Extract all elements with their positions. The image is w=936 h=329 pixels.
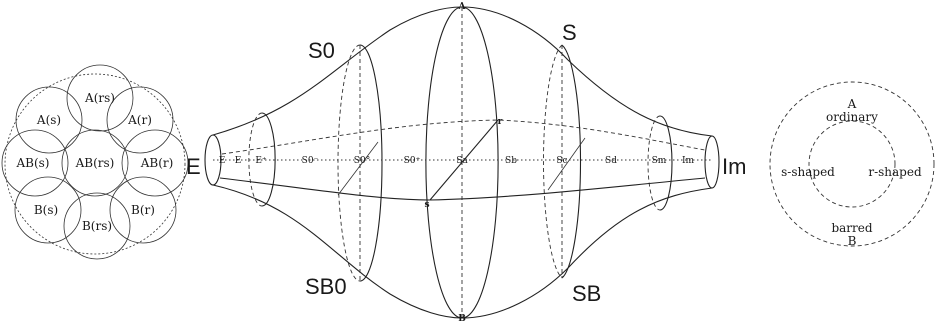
point-b-label: B	[458, 314, 466, 324]
svg-text:S0⁻: S0⁻	[302, 156, 319, 166]
svg-text:Sc: Sc	[556, 156, 567, 166]
cell-label-a-s: A(s)	[36, 113, 61, 127]
upper-envelope	[212, 6, 713, 137]
cell-label-ab-r: AB(r)	[140, 156, 174, 170]
cell-label-b-r: B(r)	[131, 203, 155, 217]
cell-label-b-rs: B(rs)	[82, 219, 112, 233]
svg-text:E⁺: E⁺	[255, 156, 267, 166]
point-a-label: A	[458, 2, 467, 12]
cell-label-b-s: B(s)	[34, 203, 58, 217]
svg-text:S0°: S0°	[354, 156, 370, 166]
label-sb0: SB0	[305, 274, 347, 299]
right-circle-diagram: A ordinary s-shaped r-shaped barred B	[769, 81, 935, 248]
cell-label-ab-rs: AB(rs)	[75, 156, 115, 170]
center-spindle-diagram: E E E⁺ S0⁻ S0° S0⁺ Sa Sb Sc Sd Sm Im A B…	[186, 2, 746, 324]
label-r-shaped: r-shaped	[868, 165, 922, 179]
svg-text:Im: Im	[682, 156, 695, 166]
label-sb: SB	[572, 281, 601, 306]
cell-circles	[1, 64, 189, 260]
lower-envelope	[212, 184, 713, 319]
cell-label-a-rs: A(rs)	[84, 91, 115, 105]
label-s0: S0	[308, 38, 335, 63]
s-r-diagonal	[429, 119, 499, 201]
label-barred: barred	[831, 221, 872, 235]
label-b: B	[848, 234, 857, 248]
r-curve	[221, 119, 706, 155]
label-ordinary: ordinary	[826, 110, 878, 124]
svg-text:Sd: Sd	[605, 156, 617, 166]
outer-dashed-circle	[769, 81, 935, 247]
cell-label-a-r: A(r)	[127, 113, 152, 127]
svg-text:S0⁺: S0⁺	[404, 156, 421, 166]
section-ellipses	[204, 6, 720, 319]
cell-label-ab-s: AB(s)	[15, 156, 49, 170]
point-r-label: r	[498, 117, 503, 127]
left-cell-diagram: A(rs) A(s) A(r) AB(s) AB(rs) AB(r) B(s) …	[1, 64, 189, 260]
svg-text:E: E	[219, 156, 226, 166]
label-e: E	[186, 154, 201, 179]
label-s: S	[562, 20, 577, 45]
label-a: A	[847, 97, 857, 111]
inner-dashed-circle	[808, 120, 896, 208]
outer-boundary-circle	[4, 73, 186, 255]
label-im: Im	[722, 154, 746, 179]
svg-text:Sb: Sb	[505, 156, 517, 166]
label-s-shaped: s-shaped	[781, 165, 835, 179]
svg-text:Sa: Sa	[456, 156, 468, 166]
axis-stage-labels: E E E⁺ S0⁻ S0° S0⁺ Sa Sb Sc Sd Sm Im	[219, 156, 695, 166]
point-s-label: s	[424, 200, 429, 210]
svg-text:Sm: Sm	[652, 156, 667, 166]
svg-text:E: E	[235, 156, 242, 166]
s-curve	[219, 177, 706, 201]
